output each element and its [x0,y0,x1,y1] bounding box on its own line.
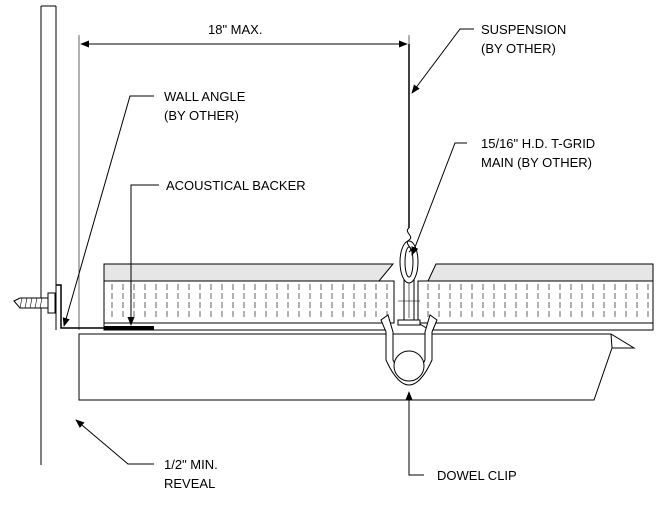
screw-icon [13,292,56,314]
ceiling-panel-left [103,263,395,331]
t-grid [397,240,421,326]
wall-angle-label-sub: (BY OTHER) [164,108,239,123]
wall [40,5,57,465]
suspension-wire [406,44,412,253]
wood-dowel [78,333,636,401]
suspension-label: SUSPENSION [481,22,566,37]
dimension-label: 18" MAX. [208,22,262,37]
wall-angle-label: WALL ANGLE [164,89,246,104]
ceiling-panel-right [416,263,654,331]
reveal-label-sub: REVEAL [164,476,215,491]
suspension-label-sub: (BY OTHER) [481,41,556,56]
dowel-clip-label: DOWEL CLIP [437,468,517,483]
t-grid-label-sub: MAIN (BY OTHER) [481,155,592,170]
t-grid-label: 15/16" H.D. T-GRID [481,136,595,151]
leaders [62,28,474,476]
dowel-clip [380,314,438,386]
acoustical-backer-label: ACOUSTICAL BACKER [166,178,306,193]
reveal-label: 1/2" MIN. [164,457,218,472]
acoustical-backer [104,326,154,330]
